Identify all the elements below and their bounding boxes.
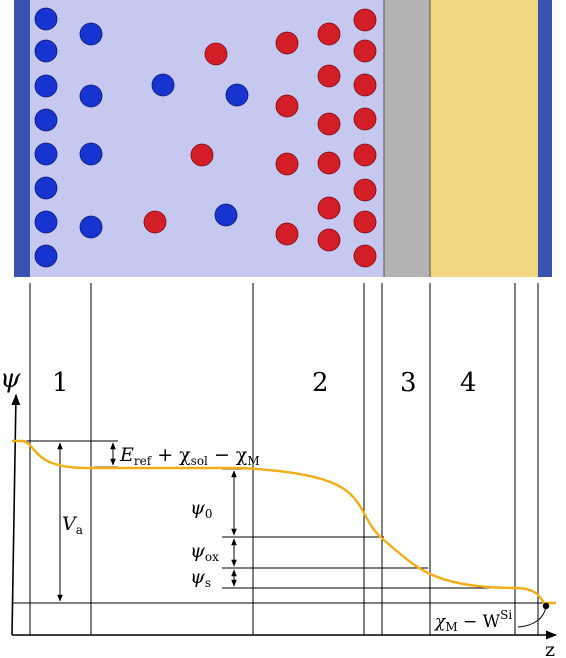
region-boundaries: [29, 283, 539, 635]
region-label-2: 2: [312, 368, 329, 398]
anion: [151, 73, 175, 97]
reference-lines: [12, 440, 556, 604]
cation: [317, 196, 341, 220]
anion: [79, 142, 103, 166]
cation: [353, 210, 377, 234]
anion: [34, 244, 58, 268]
cation: [317, 112, 341, 136]
anion: [34, 74, 58, 98]
anion: [214, 203, 238, 227]
anion: [34, 39, 58, 63]
electrode-right: [538, 0, 552, 277]
chi-label: χM − WSi: [434, 608, 512, 634]
chi-leader: [517, 606, 547, 628]
anion: [34, 7, 58, 31]
cation: [317, 151, 341, 175]
oxide-layer: [384, 0, 430, 277]
silicon-layer: [430, 0, 538, 277]
region-label-4: 4: [460, 368, 477, 398]
cation: [317, 22, 341, 46]
cation: [204, 42, 228, 66]
cation: [317, 228, 341, 252]
cation: [275, 31, 299, 55]
cation: [275, 222, 299, 246]
cation: [353, 39, 377, 63]
cation: [353, 143, 377, 167]
y-axis: [11, 393, 21, 636]
potential-curve: [12, 439, 556, 605]
anion: [34, 142, 58, 166]
cation: [353, 178, 377, 202]
cation: [190, 143, 214, 167]
cation: [353, 107, 377, 131]
region-label-1: 1: [52, 368, 69, 398]
cation: [353, 244, 377, 268]
ion-layer: [34, 7, 377, 268]
cation: [143, 210, 167, 234]
cation: [275, 152, 299, 176]
chi-point: [542, 602, 550, 610]
cation: [317, 64, 341, 88]
anion: [79, 215, 103, 239]
psis-label: ψs: [190, 566, 211, 590]
anion: [225, 83, 249, 107]
va-label: Va: [62, 513, 83, 537]
anion: [79, 84, 103, 108]
psi0-label: ψ0: [190, 497, 213, 521]
x-axis-label: z: [545, 639, 555, 658]
anion: [34, 176, 58, 200]
cation: [353, 73, 377, 97]
cation: [353, 8, 377, 32]
eref-label: Eref + χsol − χM: [119, 444, 260, 468]
anion: [34, 210, 58, 234]
anion: [34, 108, 58, 132]
cation: [275, 94, 299, 118]
electrode-left: [14, 0, 30, 277]
anion: [79, 22, 103, 46]
psiox-label: ψox: [190, 540, 219, 564]
y-axis-label: ψ: [0, 364, 21, 394]
dimension-arrows: [57, 442, 237, 602]
region-label-3: 3: [400, 368, 417, 398]
